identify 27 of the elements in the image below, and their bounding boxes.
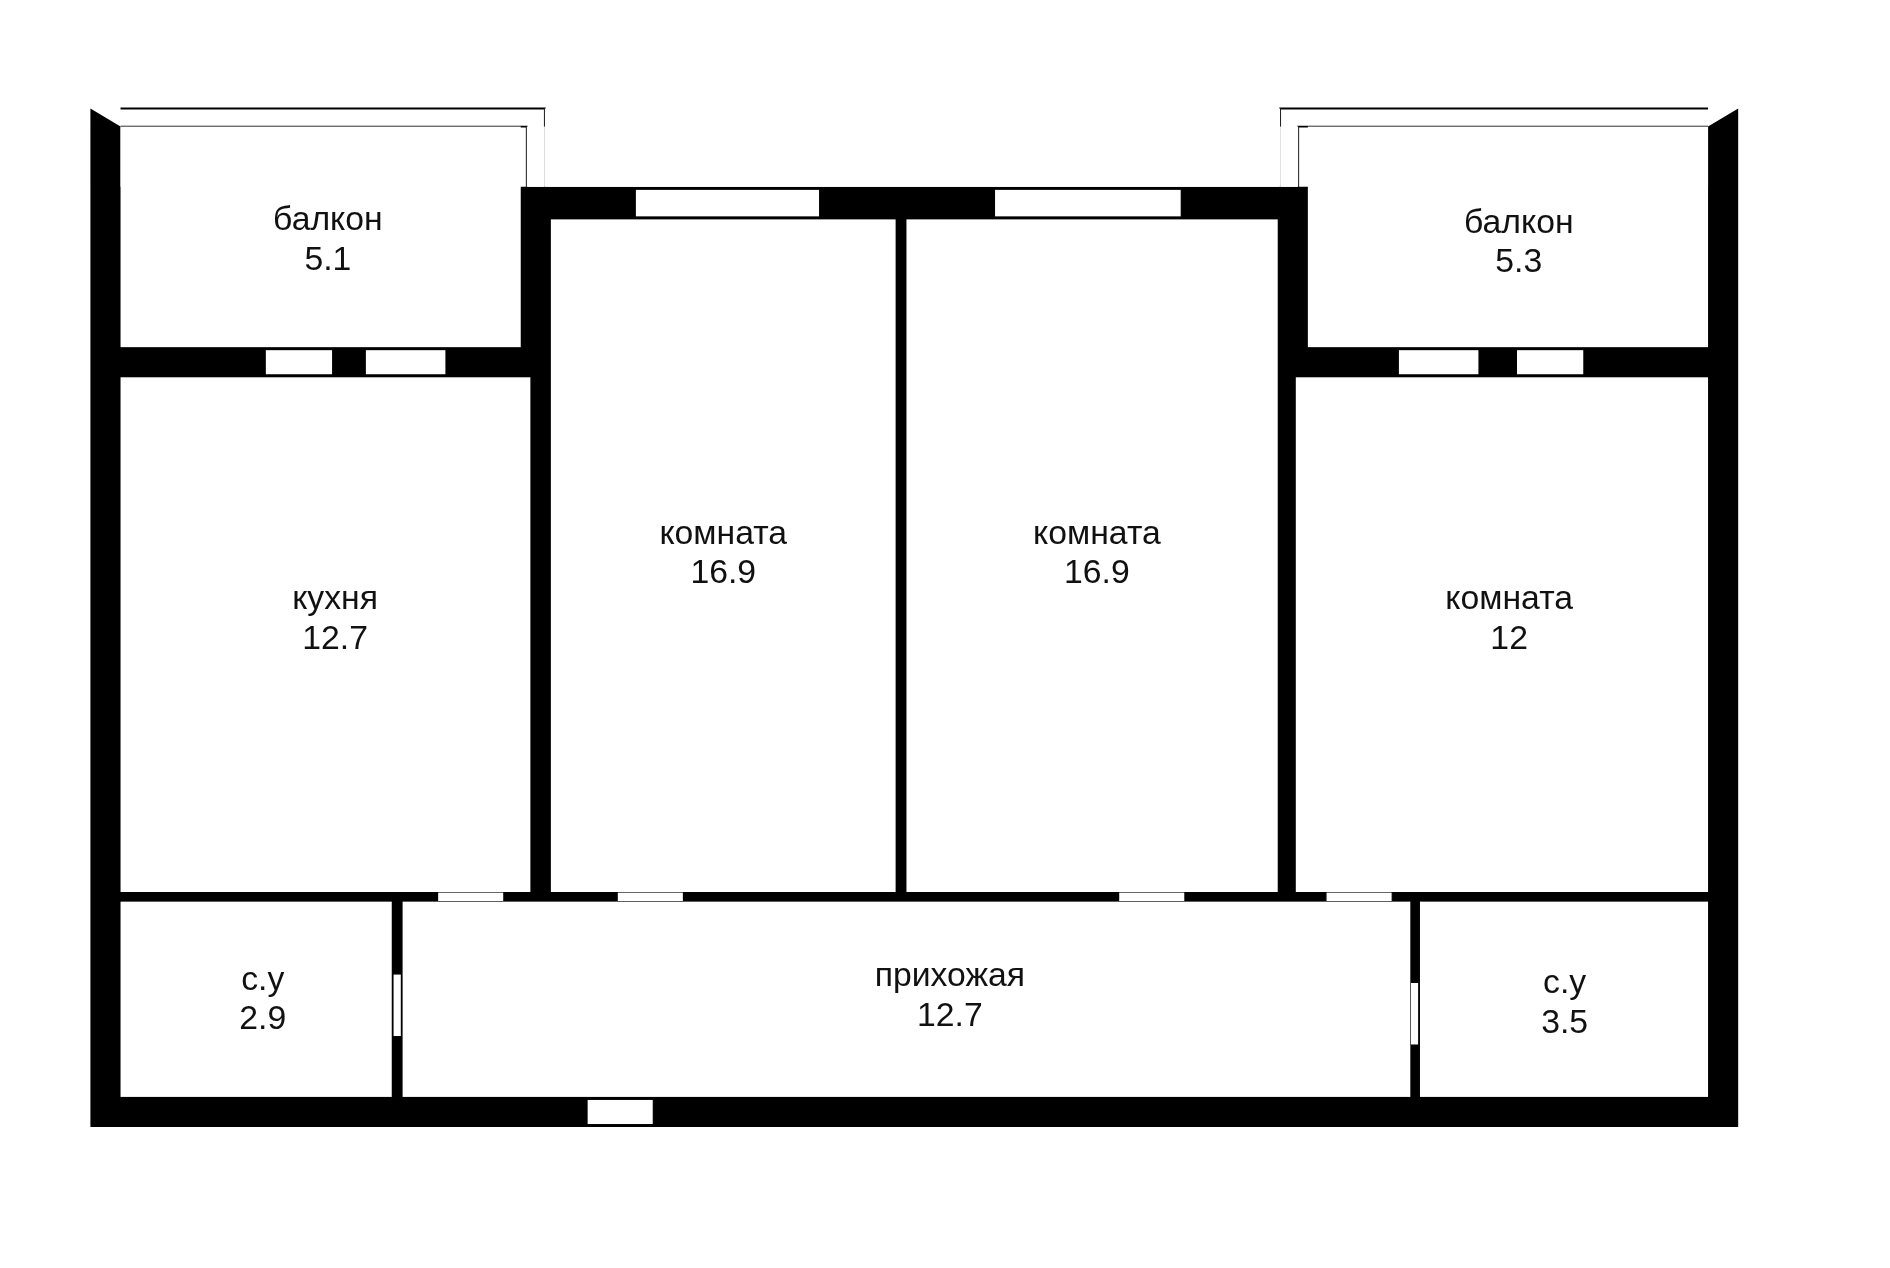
room [120, 901, 392, 1097]
room-area: 16.9 [1064, 552, 1130, 592]
room-name: прихожая [874, 954, 1026, 995]
room [1295, 377, 1709, 892]
room-area: 5.3 [1495, 241, 1543, 281]
room-name: комната [659, 512, 788, 553]
room [906, 219, 1278, 892]
room-area: 12.7 [302, 617, 368, 657]
room-name: с.у [1543, 962, 1587, 1002]
room [402, 901, 1411, 1097]
room [120, 377, 531, 892]
room-name: балкон [1464, 201, 1574, 242]
room-name: комната [1445, 577, 1573, 618]
room-name: балкон [273, 199, 383, 239]
room-area: 12 [1490, 617, 1528, 657]
room [1307, 126, 1709, 348]
room-area: 12.7 [917, 994, 983, 1035]
room [1419, 901, 1709, 1097]
room-area: 5.1 [304, 238, 352, 279]
room-area: 2.9 [239, 998, 287, 1038]
room-name: с.у [241, 958, 285, 999]
room [120, 126, 521, 348]
room [550, 219, 896, 892]
room-area: 3.5 [1541, 1001, 1589, 1042]
room-area: 16.9 [690, 552, 757, 592]
room-name: комната [1033, 512, 1161, 553]
room-name: кухня [292, 577, 378, 618]
